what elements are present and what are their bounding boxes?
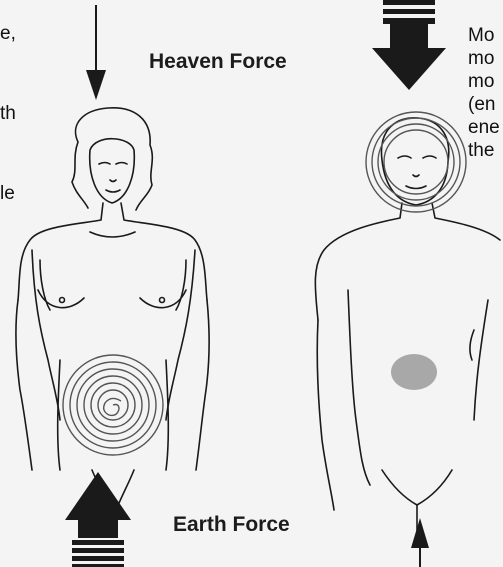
right-caption-line: (en — [468, 93, 495, 116]
female-abdomen-spiral — [63, 355, 163, 455]
female-face — [90, 139, 135, 203]
left-caption-line: th — [0, 102, 16, 125]
male-head-rings — [366, 112, 466, 212]
right-caption-fragment: Mo mo mo (en ene the — [468, 24, 503, 184]
right-caption-line: mo — [468, 47, 494, 70]
thin-down-arrow-icon — [86, 5, 106, 100]
right-caption-line: Mo — [468, 24, 494, 47]
earth-force-arrow-icon — [65, 472, 131, 567]
right-caption-line: ene — [468, 116, 500, 139]
heaven-force-label: Heaven Force — [149, 50, 287, 74]
female-figure — [16, 108, 209, 520]
heaven-force-arrow-icon — [372, 0, 446, 90]
male-center-spot — [391, 354, 437, 390]
left-caption-line: e, — [0, 22, 16, 45]
right-caption-line: the — [468, 139, 494, 162]
earth-force-label: Earth Force — [173, 513, 290, 537]
left-caption-line: le — [0, 182, 15, 205]
thin-up-arrow-icon — [411, 518, 429, 567]
right-caption-line: mo — [468, 70, 494, 93]
female-hair — [72, 108, 152, 210]
